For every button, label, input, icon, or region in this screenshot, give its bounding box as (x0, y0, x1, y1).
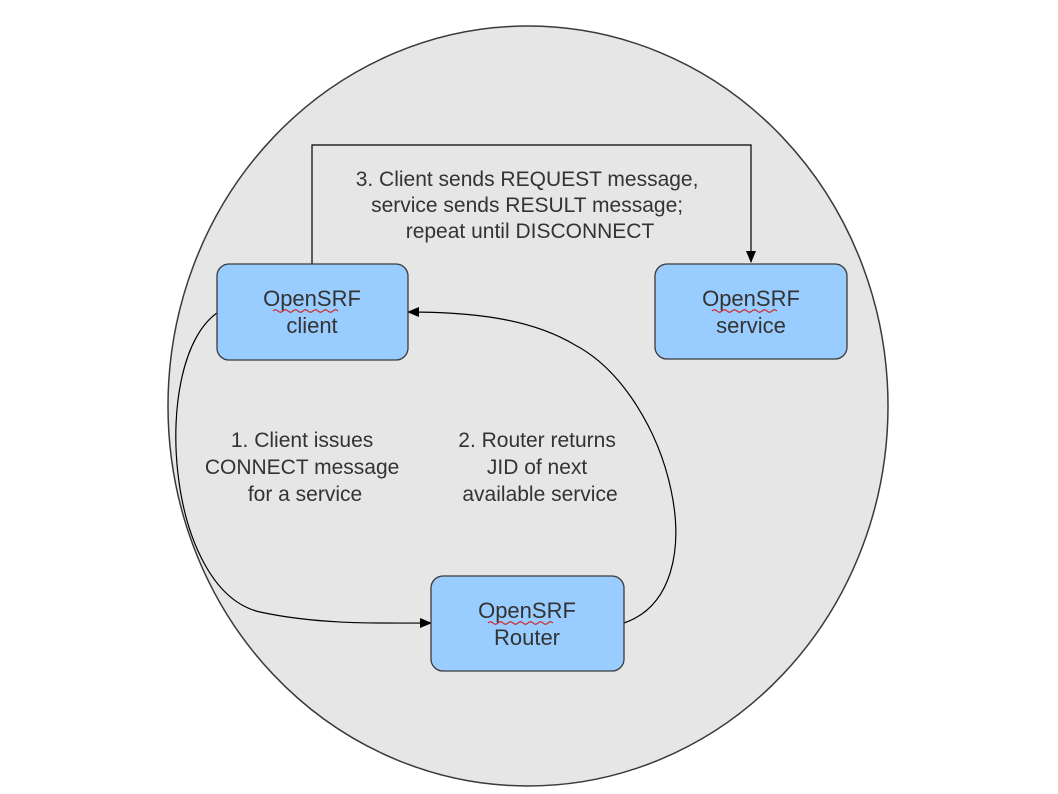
router-node: OpenSRF Router (430, 575, 625, 672)
router-return-step-label: 2. Router returns JID of next available … (458, 429, 621, 506)
spellcheck-underline (711, 309, 778, 313)
router-return-step-line: JID of next (487, 456, 588, 479)
connect-step-line: for a service (248, 483, 362, 506)
connect-step-line: 1. Client issues (231, 429, 373, 452)
system-boundary-circle (167, 25, 889, 787)
connect-step-line: CONNECT message (205, 456, 400, 479)
client-node-name: OpenSRF (263, 286, 361, 311)
request-step-line: repeat until DISCONNECT (406, 220, 655, 243)
spellcheck-underline (487, 621, 554, 625)
spellcheck-underline (272, 309, 339, 313)
request-step-label: 3. Client sends REQUEST message, service… (356, 168, 705, 243)
router-node-role: Router (494, 625, 560, 650)
service-node-role: service (716, 313, 786, 338)
router-return-step-line: 2. Router returns (458, 429, 616, 452)
router-node-name: OpenSRF (478, 598, 576, 623)
request-step-line: service sends RESULT message; (371, 194, 683, 217)
client-node: OpenSRF client (216, 263, 409, 361)
router-return-connector (407, 307, 677, 624)
connect-connector (175, 312, 432, 629)
request-connector (311, 144, 756, 264)
service-node-name: OpenSRF (702, 286, 800, 311)
connect-step-label: 1. Client issues CONNECT message for a s… (205, 429, 405, 506)
client-node-role: client (286, 313, 337, 338)
router-return-step-line: available service (462, 483, 617, 506)
request-step-line: 3. Client sends REQUEST message, (356, 168, 699, 191)
service-node: OpenSRF service (654, 263, 848, 360)
